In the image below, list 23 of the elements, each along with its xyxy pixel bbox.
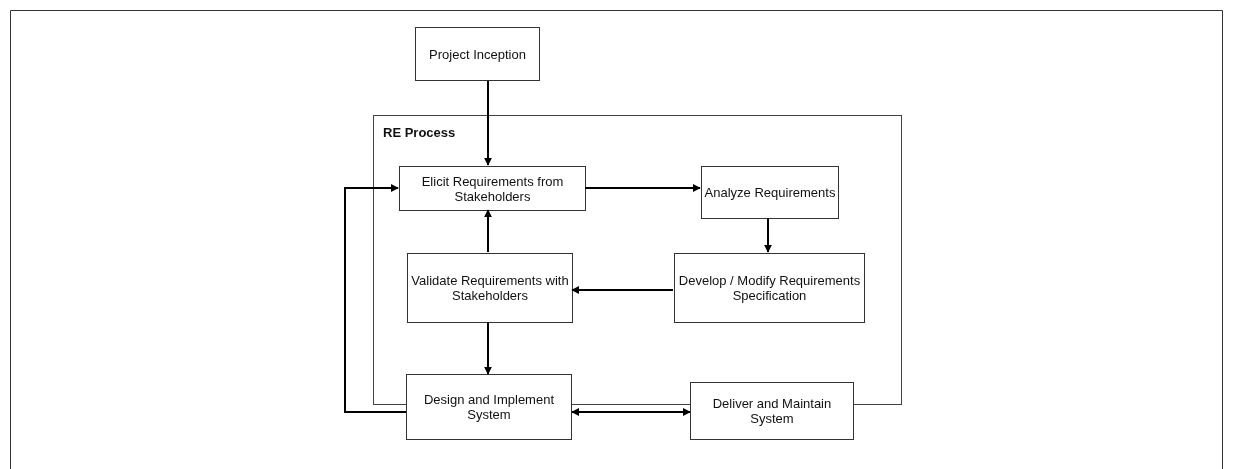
box-label: Validate Requirements with Stakeholders (410, 273, 570, 303)
process-box (407, 253, 573, 323)
process-box (701, 166, 839, 219)
process-box (406, 374, 572, 440)
arrow (584, 184, 701, 192)
process-box (415, 27, 540, 81)
arrow (764, 217, 772, 253)
group-title: RE Process (383, 125, 456, 140)
arrow (571, 286, 674, 294)
arrow (344, 184, 407, 413)
arrow (484, 321, 492, 375)
box-label: Analyze Requirements (704, 185, 836, 200)
process-box (399, 166, 586, 211)
box-label: Design and Implement System (422, 392, 556, 422)
arrow (571, 408, 691, 416)
process-box (674, 253, 865, 323)
box-label: Develop / Modify Requirements Specification (677, 273, 862, 303)
box-label: Deliver and Maintain System (711, 396, 833, 426)
box-label: Elicit Requirements from Stakeholders (420, 173, 565, 204)
box-label: Project Inception (429, 46, 526, 62)
process-box (690, 382, 854, 440)
arrow (484, 209, 492, 253)
arrow (484, 80, 492, 166)
